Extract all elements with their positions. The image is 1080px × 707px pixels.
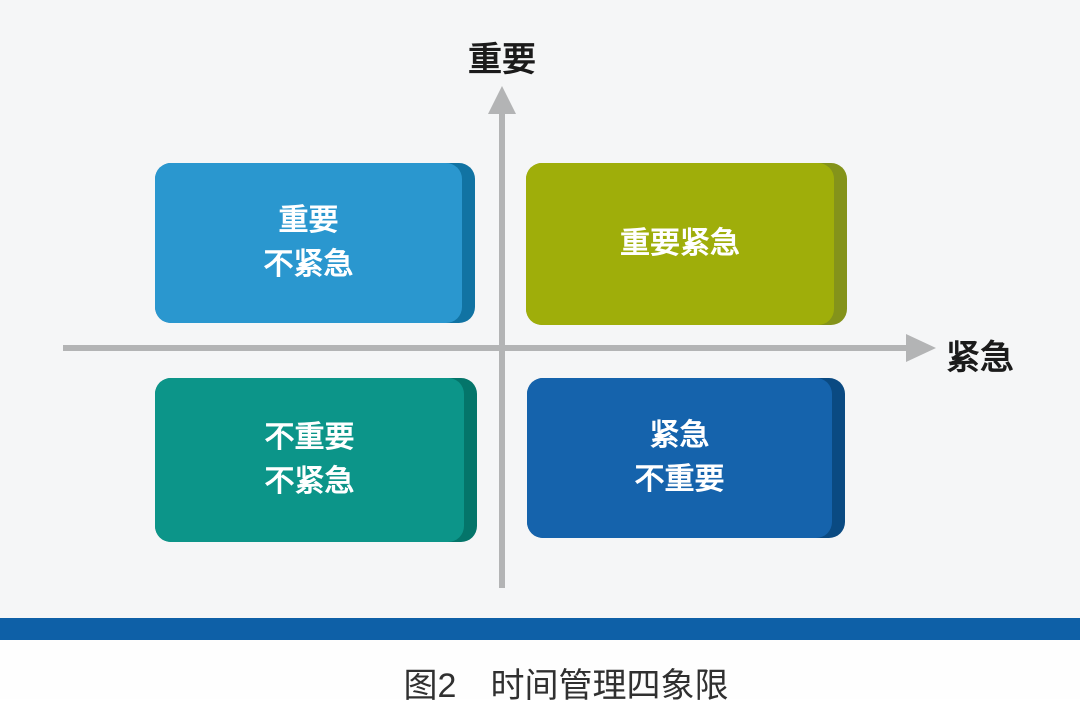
- footer: 图2 时间管理四象限: [0, 640, 1080, 705]
- y-axis-label: 重要: [468, 41, 536, 79]
- x-axis-label: 紧急: [946, 339, 1014, 377]
- quadrant-face: 不重要 不紧急: [155, 378, 464, 542]
- quadrant-label-line: 不重要: [264, 421, 355, 454]
- quadrant-face: 重要 不紧急: [155, 163, 462, 323]
- quadrant-important-not-urgent: 重要 不紧急: [155, 163, 475, 323]
- divider-bar: [0, 618, 1080, 640]
- quadrant-label-line: 不紧急: [264, 465, 355, 498]
- x-axis-arrow-right-icon: [906, 334, 936, 362]
- figure-caption: 图2 时间管理四象限: [403, 667, 729, 705]
- x-axis-line: [63, 345, 908, 351]
- quadrant-not-important-not-urgent: 不重要 不紧急: [155, 378, 477, 542]
- y-axis-arrow-up-icon: [488, 86, 516, 114]
- quadrant-label-line: 紧急: [649, 419, 710, 452]
- quadrant-label-line: 重要: [278, 204, 339, 237]
- quadrant-face: 紧急 不重要: [527, 378, 832, 538]
- quadrant-label-line: 不紧急: [263, 248, 354, 281]
- quadrant-urgent-not-important: 紧急 不重要: [527, 378, 845, 538]
- quadrant-face: 重要紧急: [526, 163, 834, 325]
- quadrant-important-urgent: 重要紧急: [526, 163, 847, 325]
- quadrant-label-line: 不重要: [634, 463, 725, 496]
- quadrant-label-line: 重要紧急: [620, 227, 740, 260]
